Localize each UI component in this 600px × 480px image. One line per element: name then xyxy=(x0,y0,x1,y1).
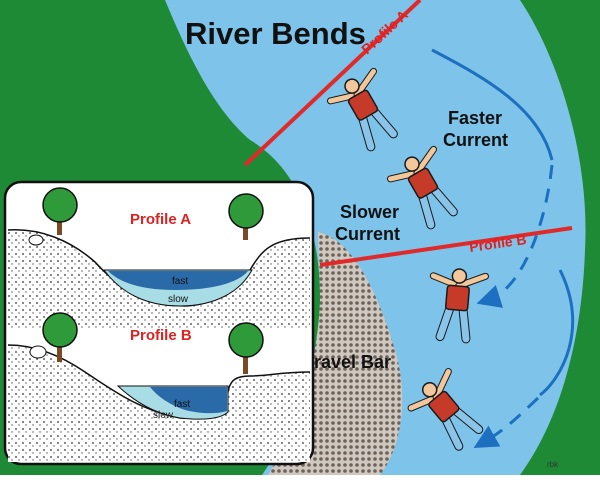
bush-icon xyxy=(29,345,47,359)
slower-current-label-line2: Current xyxy=(335,224,400,244)
gravel-bar-label: Gravel Bar xyxy=(300,352,391,372)
diagram-title: River Bends xyxy=(185,16,366,51)
profile-b-title: Profile B xyxy=(130,327,192,344)
profile-inset-panel: fast slow Profile A fast slow Pr xyxy=(3,180,315,466)
profile-a-fast-label: fast xyxy=(172,276,188,287)
profile-a-title: Profile A xyxy=(130,211,191,228)
profile-a-line xyxy=(243,0,422,167)
tree-icon xyxy=(228,322,264,374)
credit-text: rbk xyxy=(547,460,559,469)
profile-b-line xyxy=(319,226,573,267)
tree-icon xyxy=(228,193,264,240)
swimmer-icon xyxy=(429,268,489,344)
faster-current-label-line2: Current xyxy=(443,130,508,150)
profile-a-cross-section: fast slow Profile A xyxy=(7,187,311,330)
profile-b-line-label: Profile B xyxy=(468,231,527,255)
slower-current-label-line1: Slower xyxy=(340,202,399,222)
profile-b-fast-label: fast xyxy=(174,399,190,410)
tree-icon xyxy=(42,187,78,235)
bush-icon xyxy=(28,234,44,246)
outer-current-arc xyxy=(431,48,554,161)
profile-b-cross-section: fast slow Profile B xyxy=(7,312,311,462)
river-water xyxy=(160,0,586,475)
profile-a-slow-label: slow xyxy=(168,294,189,305)
lower-current-dashed xyxy=(473,396,540,448)
swimmer-icon xyxy=(326,67,398,152)
swimmer-icon xyxy=(407,367,484,451)
lower-current-arc xyxy=(539,269,575,397)
profile-b-slow-label: slow xyxy=(153,410,174,421)
faster-current-label-line1: Faster xyxy=(448,108,502,128)
swimmer-icon xyxy=(386,145,458,230)
tree-icon xyxy=(42,312,78,362)
